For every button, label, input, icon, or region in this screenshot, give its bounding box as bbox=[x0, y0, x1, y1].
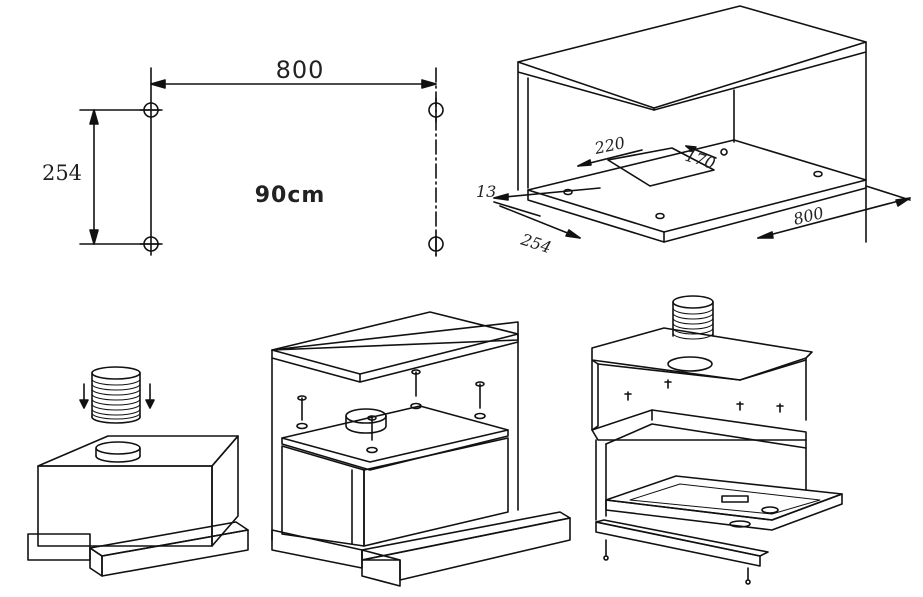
light bbox=[729, 520, 751, 528]
upper-cabinet-top bbox=[271, 311, 519, 375]
cabinet-bottom-board bbox=[527, 139, 867, 233]
upper-box-top bbox=[591, 327, 813, 381]
width-label: 800 bbox=[276, 56, 325, 84]
light bbox=[761, 506, 779, 514]
height-label: 254 bbox=[42, 161, 82, 185]
hood-duct-step bbox=[27, 366, 249, 577]
hood-side bbox=[211, 435, 239, 547]
cabinet-top bbox=[517, 5, 867, 109]
size-label: 90cm bbox=[255, 183, 326, 208]
cabinet-dimension-view: 220 170 13 254 800 bbox=[476, 5, 911, 257]
hood-slide-panel bbox=[89, 521, 249, 557]
filter bbox=[721, 495, 749, 503]
hole-mark bbox=[655, 212, 665, 220]
duct-top bbox=[91, 366, 141, 380]
arrow-left bbox=[150, 79, 166, 89]
dim-170-label: 170 bbox=[683, 146, 718, 174]
arrow-up bbox=[89, 109, 99, 125]
dim-13-label: 13 bbox=[476, 182, 496, 201]
screw-marks bbox=[624, 379, 784, 413]
duct-cutout bbox=[607, 147, 715, 187]
hole-mark bbox=[813, 170, 823, 178]
arrow-right bbox=[421, 79, 437, 89]
dim-254-label: 254 bbox=[518, 229, 554, 257]
arrow-down bbox=[89, 229, 99, 245]
hood-collar bbox=[95, 441, 141, 455]
middle-shelf bbox=[591, 409, 807, 441]
hood-side bbox=[363, 437, 509, 547]
hood-mounting-step bbox=[271, 311, 571, 587]
duct-ribs bbox=[91, 378, 141, 420]
duct-hole bbox=[667, 356, 713, 372]
screws bbox=[296, 369, 486, 454]
duct-top bbox=[672, 295, 714, 309]
drilling-template: 800 254 90cm bbox=[42, 56, 444, 257]
hood-trim bbox=[271, 529, 363, 569]
bottom-panel-step bbox=[591, 295, 843, 585]
panel-screws bbox=[603, 539, 751, 585]
cabinet-top-edge bbox=[517, 41, 867, 111]
hole-mark bbox=[720, 148, 728, 156]
